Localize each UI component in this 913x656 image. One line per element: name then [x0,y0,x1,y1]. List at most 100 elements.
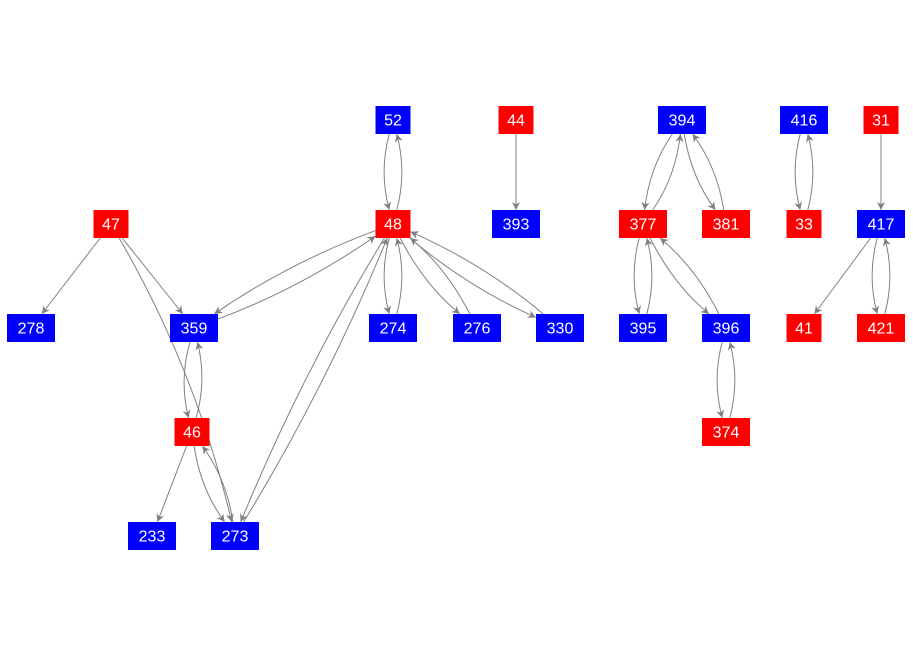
node-box [702,314,750,342]
node-label: 377 [630,217,657,234]
node-421[interactable]: 421 [857,314,905,342]
node-381[interactable]: 381 [702,210,750,238]
edge-48-to-276 [399,237,461,315]
node-box [619,314,667,342]
node-label: 52 [384,113,402,130]
node-label: 273 [222,529,249,546]
node-box [174,418,210,446]
edge-48-to-330 [409,237,537,318]
edge-381-to-394 [692,133,725,211]
node-273[interactable]: 273 [211,522,259,550]
edge-46-to-359 [195,341,204,419]
node-box [857,210,905,238]
node-label: 41 [795,321,813,338]
edge-273-to-46 [201,445,234,523]
node-417[interactable]: 417 [857,210,905,238]
node-31[interactable]: 31 [863,106,899,134]
edge-417-to-421 [871,237,880,315]
node-box [863,106,899,134]
node-box [128,522,176,550]
edge-273-to-48 [243,237,388,523]
node-label: 381 [713,217,740,234]
node-label: 395 [630,321,657,338]
node-label: 394 [669,113,696,130]
node-label: 44 [507,113,525,130]
node-box [375,106,411,134]
node-394[interactable]: 394 [658,106,706,134]
node-box [702,418,750,446]
node-box [7,314,55,342]
edge-47-to-278 [41,237,101,315]
node-47[interactable]: 47 [93,210,129,238]
edge-421-to-417 [882,237,891,315]
edge-394-to-377 [641,133,673,211]
node-label: 46 [183,425,201,442]
edge-48-to-359 [213,230,376,315]
node-33[interactable]: 33 [786,210,822,238]
node-label: 274 [380,321,407,338]
edge-396-to-377 [659,237,720,315]
node-46[interactable]: 46 [174,418,210,446]
node-box [453,314,501,342]
edge-52-to-48 [383,133,392,211]
node-44[interactable]: 44 [498,106,534,134]
node-41[interactable]: 41 [786,314,822,342]
node-label: 47 [102,217,120,234]
node-box [369,314,417,342]
node-274[interactable]: 274 [369,314,417,342]
node-box [492,210,540,238]
node-359[interactable]: 359 [170,314,218,342]
node-box [170,314,218,342]
node-276[interactable]: 276 [453,314,501,342]
edge-48-to-274 [383,237,392,315]
node-box [375,210,411,238]
node-box [786,210,822,238]
node-377[interactable]: 377 [619,210,667,238]
node-label: 374 [713,425,740,442]
node-label: 416 [791,113,818,130]
edge-33-to-416 [805,133,814,211]
edge-394-to-381 [683,133,716,211]
edge-274-to-48 [394,237,403,315]
node-396[interactable]: 396 [702,314,750,342]
node-box [658,106,706,134]
edge-377-to-395 [633,237,642,315]
node-233[interactable]: 233 [128,522,176,550]
node-label: 276 [464,321,491,338]
node-box [211,522,259,550]
node-395[interactable]: 395 [619,314,667,342]
node-label: 31 [872,113,890,130]
edge-395-to-377 [644,237,653,315]
node-label: 359 [181,321,208,338]
node-label: 330 [547,321,574,338]
node-label: 278 [18,321,45,338]
edge-46-to-233 [156,445,188,523]
edge-48-to-273 [240,237,385,523]
node-label: 421 [868,321,895,338]
node-box [780,106,828,134]
edge-374-to-396 [727,341,736,419]
node-box [619,210,667,238]
node-label: 393 [503,217,530,234]
node-box [786,314,822,342]
node-393[interactable]: 393 [492,210,540,238]
node-label: 233 [139,529,166,546]
edge-48-to-52 [394,133,403,211]
node-label: 417 [868,217,895,234]
edge-47-to-359 [121,237,184,315]
node-48[interactable]: 48 [375,210,411,238]
edge-47-to-273 [118,237,234,523]
node-box [702,210,750,238]
edge-359-to-48 [217,235,376,320]
node-box [93,210,129,238]
node-52[interactable]: 52 [375,106,411,134]
edge-46-to-273 [193,445,226,523]
edge-330-to-48 [410,231,544,315]
node-374[interactable]: 374 [702,418,750,446]
node-278[interactable]: 278 [7,314,55,342]
node-416[interactable]: 416 [780,106,828,134]
node-330[interactable]: 330 [536,314,584,342]
edge-359-to-46 [182,341,191,419]
